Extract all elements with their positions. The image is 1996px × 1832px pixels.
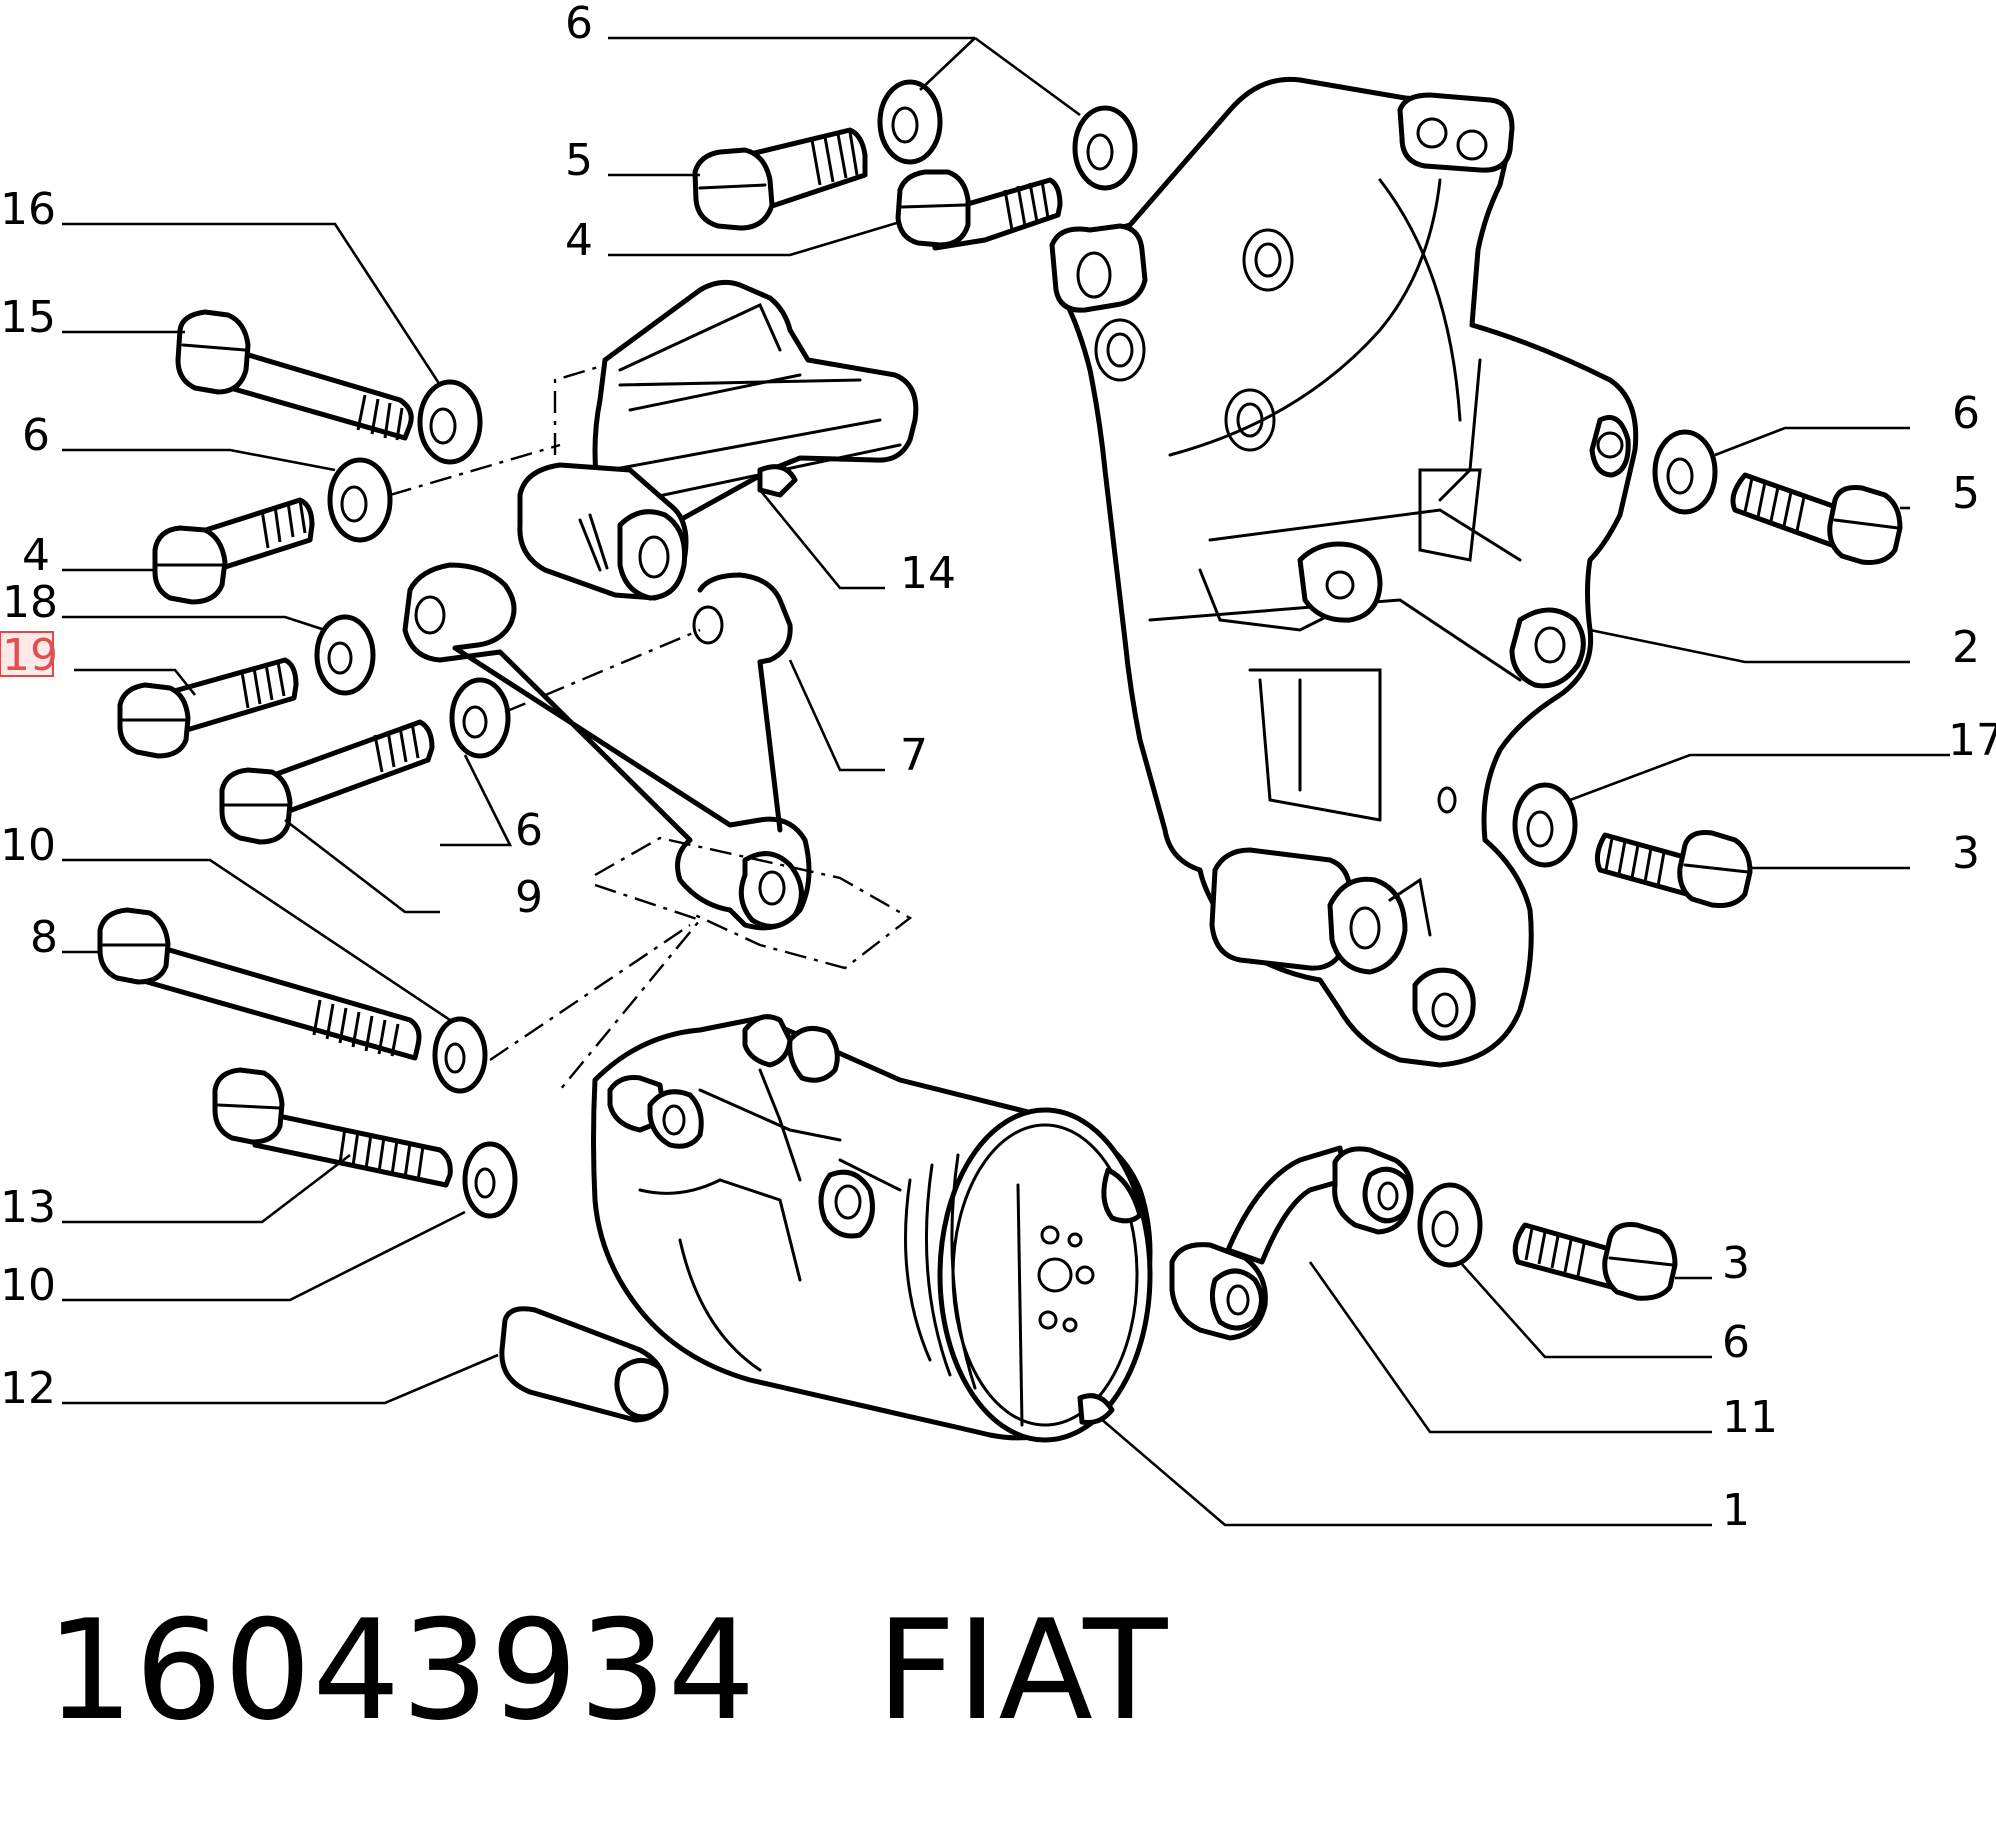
bolt-part-4-top [895,169,1063,251]
callout-6-right: 6 [1952,388,1980,439]
washer-part-17 [1512,782,1578,868]
callout-4-left: 4 [22,530,50,581]
callout-18: 18 [2,577,58,628]
washer-part-16 [417,379,483,465]
callout-5-top: 5 [565,135,593,186]
callout-17: 17 [1948,715,1996,766]
washer-part-6-top-b [1072,105,1138,191]
washer-part-6-left [327,457,393,543]
bolt-part-4-left [152,497,315,605]
link-part-7 [402,562,812,931]
bolt-part-19 [117,657,299,759]
washer-part-6-low [1417,1182,1483,1268]
washer-part-6-top-a [877,79,943,165]
callout-10-b: 10 [0,1260,56,1311]
callout-5-right: 5 [1952,468,1980,519]
callout-10-a: 10 [0,820,56,871]
callout-3-right: 3 [1952,828,1980,879]
washer-part-18 [314,614,376,696]
callout-highlight-box [0,631,54,677]
brand-name: FIAT [876,1590,1169,1751]
bolt-part-5-right [1730,472,1903,565]
callout-3-low: 3 [1722,1238,1750,1289]
bolt-part-9 [219,719,435,845]
callout-labels: 6 5 4 16 15 6 4 18 19 6 9 10 8 13 10 12 … [0,0,1996,1536]
bracket-arm-part-14 [517,279,919,601]
leader-lines [62,36,1950,1527]
callout-14: 14 [900,548,956,599]
spacer-part-12 [499,1306,669,1423]
callout-11: 11 [1722,1392,1778,1443]
callout-4-top: 4 [565,215,593,266]
callout-13: 13 [0,1182,56,1233]
washer-part-6-mid [449,677,511,759]
assembly-lines [389,363,913,1091]
callout-8: 8 [30,912,58,963]
callout-19: 19 [2,630,58,681]
compressor-part-1 [591,1014,1153,1443]
callout-15: 15 [0,292,56,343]
callout-2: 2 [1952,622,1980,673]
callout-7: 7 [900,730,928,781]
fitting-part-11 [1169,1145,1414,1341]
part-reference-footer: 16043934 FIAT [46,1590,1168,1751]
callout-1: 1 [1722,1485,1750,1536]
bolt-part-3-low [1512,1222,1678,1301]
bolt-part-5-top [692,127,868,231]
callout-6-left: 6 [22,410,50,461]
washer-part-10-a [432,1016,488,1094]
washer-part-6-right [1652,429,1718,515]
bolt-part-13 [212,1067,453,1188]
callout-6-top: 6 [565,0,593,49]
callout-9: 9 [515,872,543,923]
part-number: 16043934 [46,1590,757,1751]
callout-12: 12 [0,1363,56,1414]
callout-16: 16 [0,184,56,235]
bolt-part-3-right [1594,830,1753,908]
bolt-part-8 [97,907,422,1061]
washer-part-10-b [462,1141,518,1219]
bolt-part-15 [175,309,414,441]
callout-6-mid: 6 [515,805,543,856]
callout-6-low: 6 [1722,1317,1750,1368]
bracket-part-2 [1049,76,1639,1068]
